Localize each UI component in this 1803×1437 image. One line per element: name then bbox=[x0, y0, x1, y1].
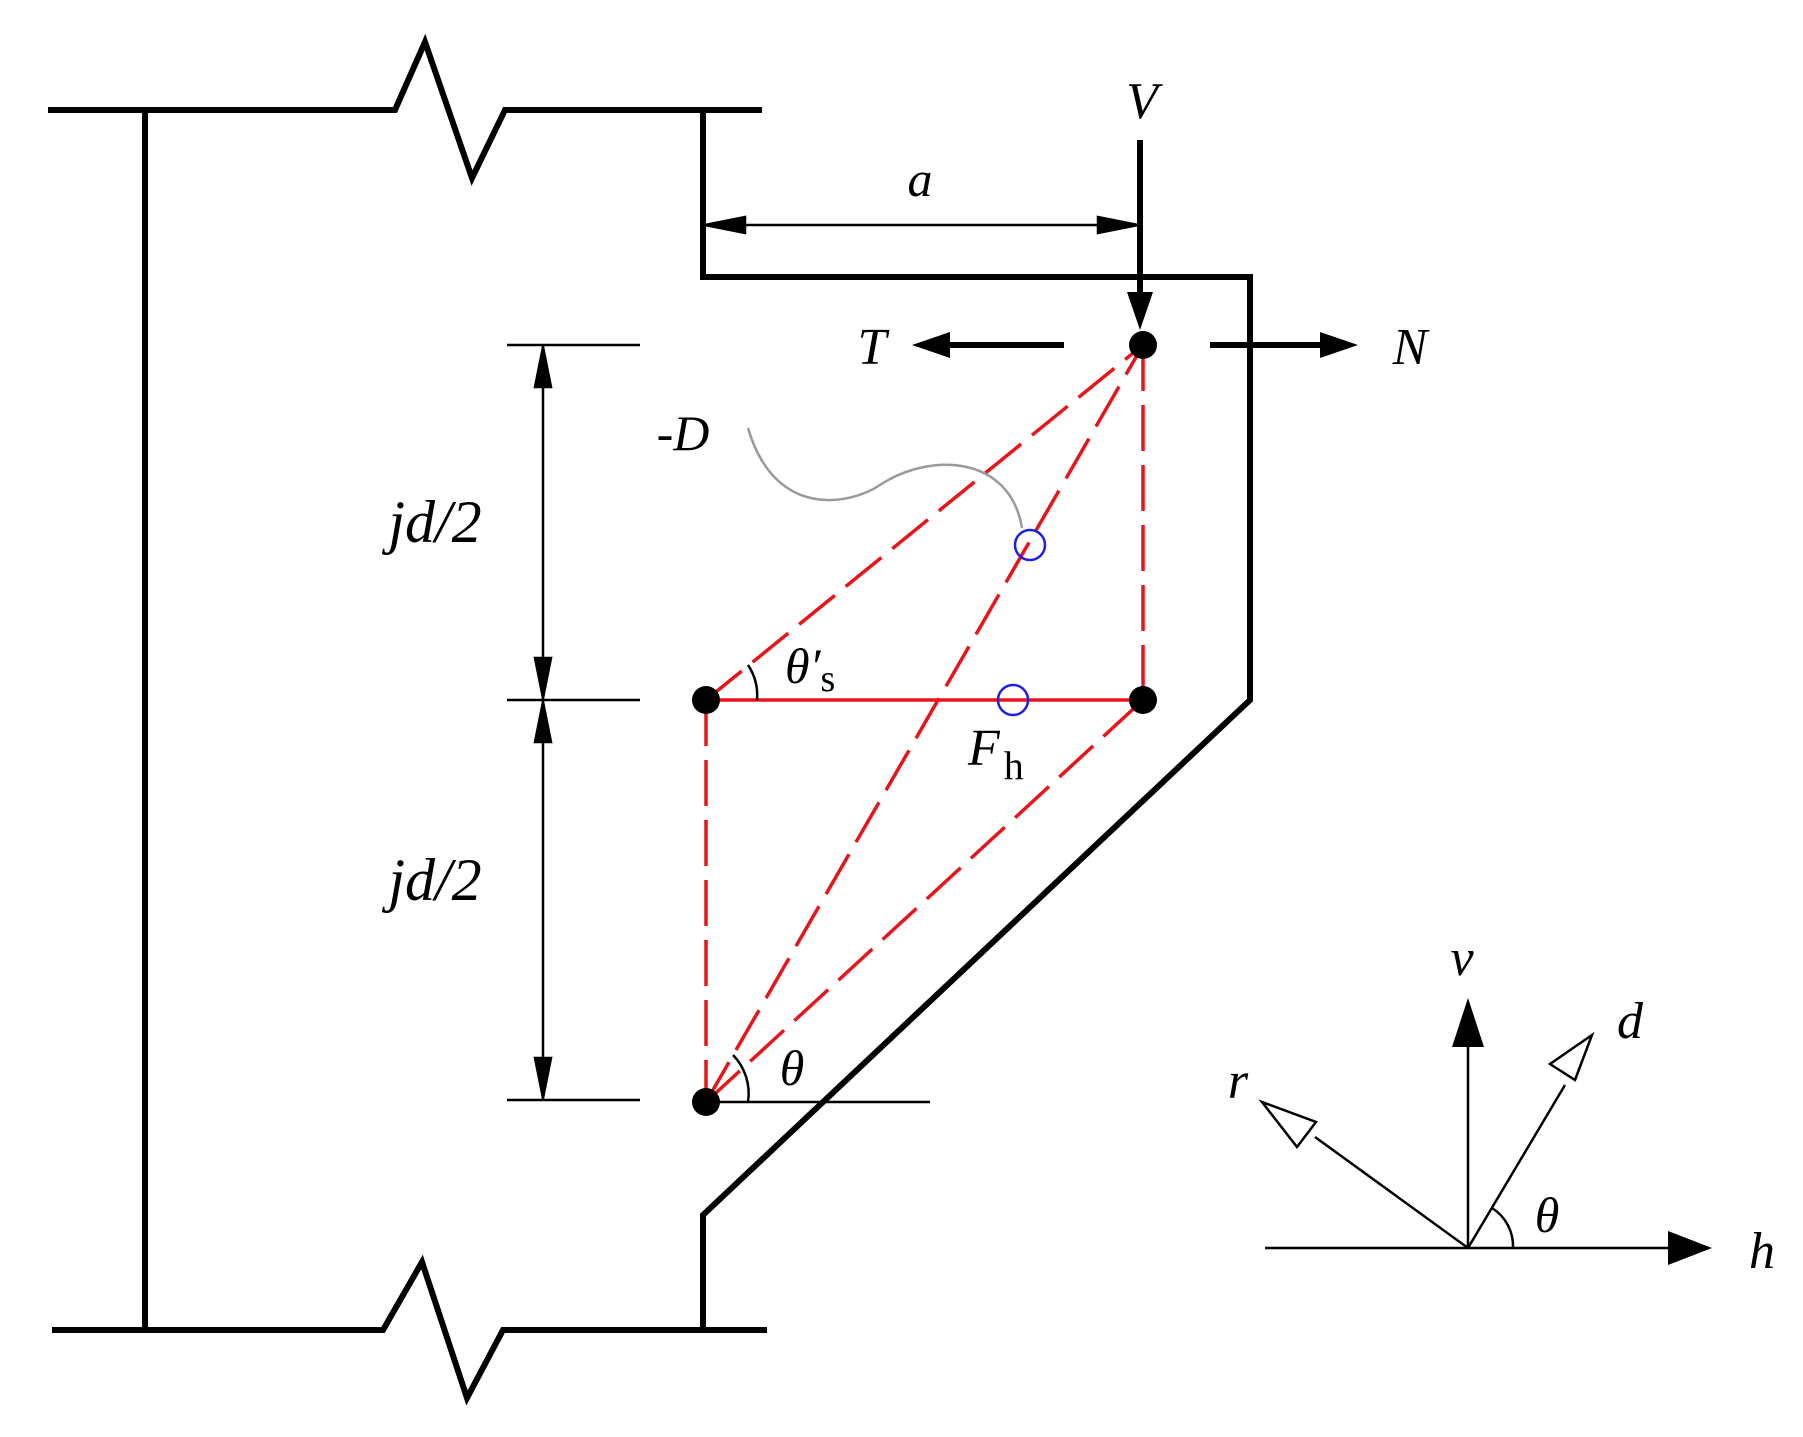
axis-d-arrowhead bbox=[1547, 1031, 1595, 1082]
label-theta-s: θ′s bbox=[785, 638, 835, 700]
arc-theta-axes bbox=[1491, 1206, 1515, 1249]
label-T: T bbox=[858, 319, 890, 376]
node-mid-right bbox=[1129, 686, 1157, 714]
label-theta-strut: θ bbox=[780, 1040, 805, 1096]
top-break-line bbox=[48, 33, 762, 186]
axis-v-arrowhead bbox=[1452, 998, 1484, 1047]
marker-D bbox=[1013, 528, 1047, 562]
strut-lower-right bbox=[704, 698, 1145, 1104]
arc-theta-s bbox=[746, 664, 759, 701]
axis-r-arrowhead bbox=[1258, 1099, 1319, 1150]
bottom-break-line bbox=[52, 1254, 767, 1406]
dimension-a bbox=[704, 215, 1139, 235]
label-axis-r: r bbox=[1228, 1053, 1249, 1110]
label-a: a bbox=[908, 151, 933, 207]
label-F-sub: h bbox=[1004, 743, 1024, 788]
label-jd-over-2-upper: jd/2 bbox=[381, 489, 481, 555]
marker-Fh bbox=[996, 683, 1030, 717]
label-axis-h: h bbox=[1749, 1223, 1775, 1280]
axis-r-line bbox=[1314, 1135, 1469, 1250]
markers bbox=[996, 528, 1047, 717]
strut-upper-left bbox=[704, 343, 1145, 702]
dimension-jd bbox=[507, 343, 640, 1102]
normal-N-arrow bbox=[1210, 332, 1358, 358]
angle-arcs bbox=[706, 664, 930, 1104]
label-axis-v: v bbox=[1450, 930, 1474, 987]
label-V: V bbox=[1126, 73, 1163, 130]
strut-tie-model bbox=[704, 343, 1145, 1104]
label-theta-s-main: θ′ bbox=[785, 638, 822, 694]
strut-diagonal-main bbox=[704, 344, 1145, 1103]
load-V-arrow bbox=[1127, 140, 1153, 330]
label-neg-D: -D bbox=[657, 405, 710, 461]
arc-theta-strut bbox=[732, 1054, 750, 1103]
corbel-outline bbox=[700, 110, 1253, 1330]
axis-d-line bbox=[1466, 1084, 1567, 1249]
node-mid-left bbox=[692, 686, 720, 714]
label-theta-axes: θ bbox=[1535, 1187, 1560, 1243]
label-F-main: F bbox=[967, 720, 1001, 777]
axes-diagram bbox=[1258, 998, 1712, 1265]
label-axis-d: d bbox=[1617, 993, 1644, 1050]
column-outline bbox=[48, 33, 1253, 1406]
nodes bbox=[692, 331, 1157, 1116]
label-jd-over-2-lower: jd/2 bbox=[381, 847, 481, 913]
label-theta-s-sub: s bbox=[821, 658, 836, 700]
node-top-right bbox=[1129, 331, 1157, 359]
label-N: N bbox=[1392, 319, 1431, 376]
leader-D bbox=[746, 427, 1024, 529]
tension-T-arrow bbox=[912, 332, 1064, 358]
axis-h-arrowhead bbox=[1668, 1231, 1712, 1265]
